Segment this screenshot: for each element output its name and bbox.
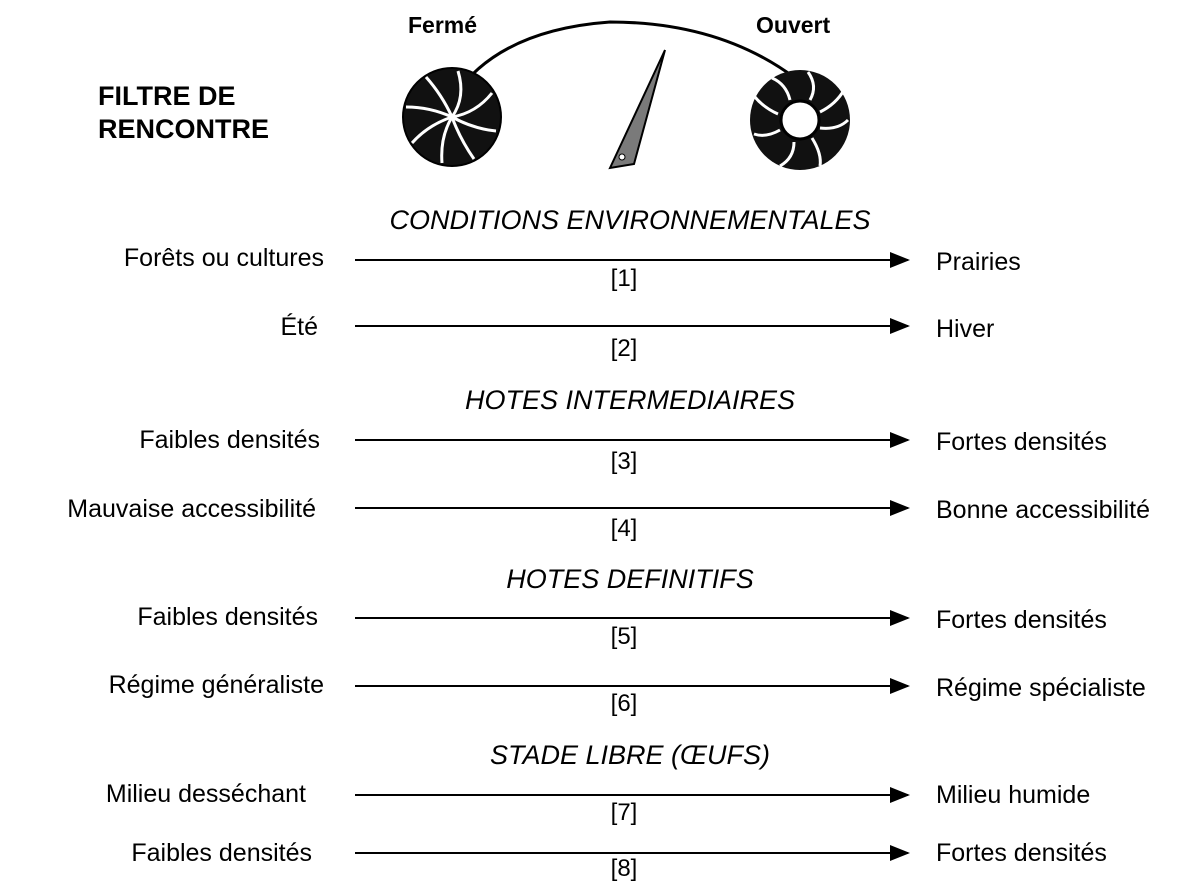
factor-5-right: Fortes densités [936,606,1107,634]
factor-3-left: Faibles densités [139,426,320,454]
filter-title-line2: RENCONTRE [98,114,270,144]
factor-4-number: [4] [610,515,638,542]
factor-6-right: Régime spécialiste [936,674,1146,702]
filter-title: FILTRE DE RENCONTRE [98,80,269,146]
factor-2-left: Été [280,313,318,341]
factor-1-left: Forêts ou cultures [123,244,324,272]
factor-1-right: Prairies [936,248,1021,276]
factor-3-right: Fortes densités [936,428,1107,456]
factor-7-left: Milieu desséchant [105,780,306,808]
factor-8-left: Faibles densités [131,839,312,867]
factor-2-right: Hiver [936,315,995,343]
factor-7-right: Milieu humide [936,781,1091,809]
closed-shutter-icon [402,67,502,167]
factor-8-right: Fortes densités [936,839,1107,867]
closed-label: Fermé [408,12,478,38]
factor-5-left: Faibles densités [137,603,318,631]
section-title-free-stage: STADE LIBRE (ŒUFS) [489,740,771,770]
factor-8-number: [8] [610,855,638,882]
section-title-environment: CONDITIONS ENVIRONNEMENTALES [389,205,871,235]
open-shutter-icon [750,70,850,170]
factor-3-number: [3] [610,448,638,475]
factor-2-number: [2] [610,335,638,362]
factor-6-number: [6] [610,690,638,717]
section-title-definitive-hosts: HOTES DEFINITIFS [506,564,754,594]
section-title-intermediate-hosts: HOTES INTERMEDIAIRES [464,385,796,415]
factor-6-left: Régime généraliste [108,671,324,699]
factor-4-right: Bonne accessibilité [936,496,1151,524]
gauge-needle-icon [608,49,666,170]
open-label: Ouvert [756,12,831,38]
gauge-arc [453,20,796,96]
filter-title-line1: FILTRE DE [98,81,236,111]
factor-5-number: [5] [610,623,638,650]
factor-4-left: Mauvaise accessibilité [67,495,316,523]
factor-7-number: [7] [610,799,638,826]
factor-1-number: [1] [610,265,638,292]
